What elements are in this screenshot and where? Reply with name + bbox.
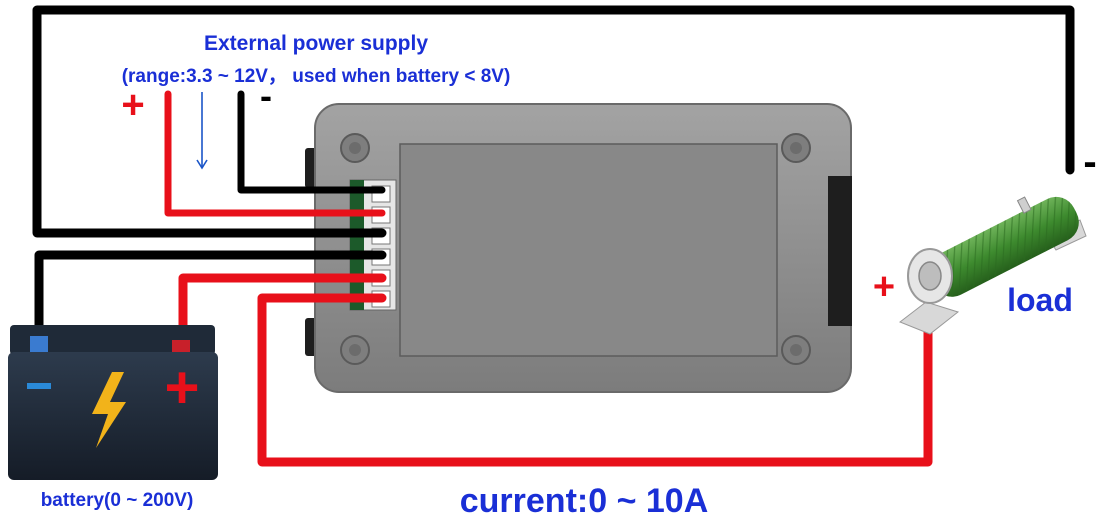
load-minus-sign: - xyxy=(1083,140,1096,184)
lightning-bolt-icon xyxy=(92,372,126,448)
battery xyxy=(8,325,218,480)
load-resistor xyxy=(898,196,1087,335)
wire-supply-positive xyxy=(164,90,386,217)
battery-negative-terminal xyxy=(30,336,48,352)
meter-module xyxy=(305,103,852,393)
wire-current-loop xyxy=(257,293,933,467)
down-arrow-icon xyxy=(196,92,208,170)
battery-minus-sign xyxy=(27,383,51,389)
supply-minus-sign: - xyxy=(260,75,272,116)
module-display-area xyxy=(399,143,778,357)
mounting-holes xyxy=(340,133,811,365)
load-label: load xyxy=(1007,282,1073,318)
battery-positive-terminal xyxy=(172,340,190,354)
wire-battery-negative xyxy=(34,250,387,345)
terminal-block xyxy=(349,179,397,311)
battery-label: battery(0 ~ 200V) xyxy=(41,490,194,511)
supply-range-label: (range:3.3 ~ 12V， used when battery < 8V… xyxy=(122,66,511,87)
module-side-connector xyxy=(828,176,852,326)
battery-plus-sign: + xyxy=(164,354,199,421)
load-plus-sign: + xyxy=(873,266,895,308)
wire-supply-negative xyxy=(237,90,386,194)
supply-plus-sign: + xyxy=(121,83,144,127)
supply-title-label: External power supply xyxy=(204,32,428,55)
battery-lid xyxy=(10,325,215,355)
resistor-bracket-left xyxy=(898,301,960,335)
resistor-clip xyxy=(1016,196,1032,214)
current-label: current:0 ~ 10A xyxy=(460,482,709,520)
wire-battery-positive xyxy=(178,273,387,350)
wires xyxy=(32,5,1075,467)
wire-load-negative xyxy=(32,5,1075,238)
